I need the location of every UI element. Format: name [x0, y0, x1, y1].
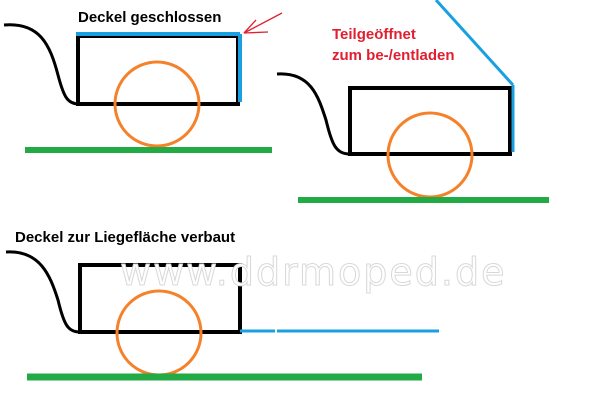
trailer-box-1: [76, 34, 240, 106]
wheel-1: [113, 60, 201, 148]
red-arrow-icon: [243, 12, 283, 34]
panel-bed: [5, 250, 439, 381]
trailer-box-2: [348, 86, 512, 156]
label-partly-open-line2: zum be-/entladen: [332, 47, 455, 64]
label-partly-open: Teilgeöffnet zum be-/entladen: [332, 24, 455, 66]
label-closed: Deckel geschlossen: [78, 9, 222, 26]
label-partly-open-line1: Teilgeöffnet: [332, 26, 416, 43]
label-bed: Deckel zur Liegefläche verbaut: [15, 229, 236, 246]
panel-partly-open: [276, 0, 549, 203]
drawbar-3: [5, 250, 81, 334]
drawbar-1: [3, 23, 80, 106]
drawbar-2: [276, 72, 351, 156]
watermark: www.ddrmoped.de: [120, 250, 507, 295]
trailer-box-3: [78, 263, 242, 334]
panel-closed: [3, 12, 283, 153]
lid-open-2: [434, 0, 515, 87]
